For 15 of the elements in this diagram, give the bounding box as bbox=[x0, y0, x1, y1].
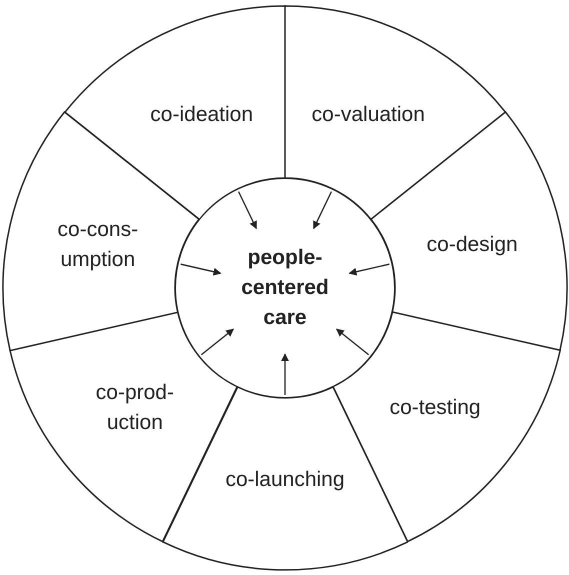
arrow bbox=[348, 264, 390, 276]
arrow bbox=[180, 264, 222, 276]
arrow bbox=[281, 353, 289, 395]
segment-label: co-prod- uction bbox=[94, 380, 175, 436]
center-label: people-centered care bbox=[240, 245, 330, 331]
arrow bbox=[336, 328, 370, 356]
arrow bbox=[200, 328, 234, 356]
segment-label: co-ideation bbox=[149, 102, 254, 128]
segment-label: co-launching bbox=[224, 466, 346, 493]
arrow bbox=[238, 191, 257, 230]
segment-label: co-design bbox=[426, 232, 519, 258]
segment-label: co-cons- umption bbox=[56, 217, 140, 274]
segment-label: co-valuation bbox=[310, 102, 426, 128]
segment-label: co-testing bbox=[388, 394, 482, 421]
arrow bbox=[313, 191, 332, 230]
